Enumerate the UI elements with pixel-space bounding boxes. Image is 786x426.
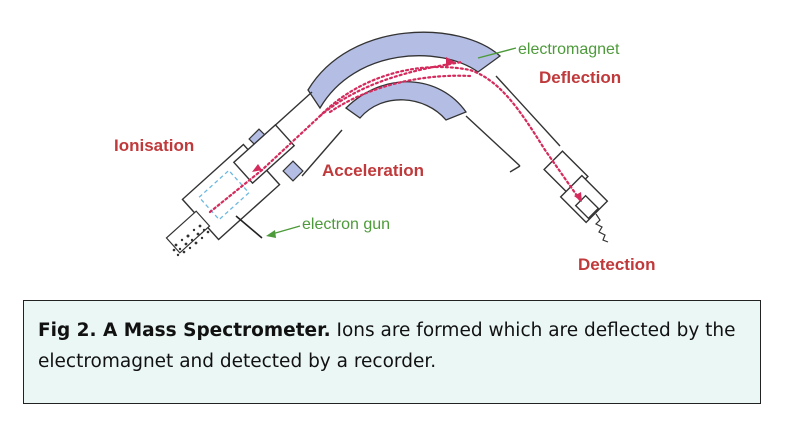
label-electromagnet: electromagnet: [518, 41, 620, 58]
electron-gun-arrowhead: [266, 230, 276, 238]
electromagnet-outer-pole: [307, 31, 502, 110]
electron-gun-pointer: [271, 225, 301, 235]
sample-inlet: [165, 210, 211, 257]
caption-title: Fig 2. A Mass Spectrometer.: [38, 320, 331, 341]
figure-caption: Fig 2. A Mass Spectrometer. Ions are for…: [23, 300, 761, 404]
electromagnet-pointer: [477, 47, 517, 59]
label-detection: Detection: [578, 255, 655, 274]
electron-gun-rod: [235, 215, 263, 239]
recorder-wire: [594, 213, 609, 243]
ion-beam-arrows: [252, 57, 582, 202]
mass-spectrometer-diagram: electromagnet Deflection Ionisation Acce…: [114, 31, 655, 274]
label-ionisation: Ionisation: [114, 136, 194, 155]
label-electron-gun: electron gun: [302, 216, 390, 233]
label-acceleration: Acceleration: [322, 161, 424, 180]
label-deflection: Deflection: [539, 68, 621, 87]
acceleration-plate-bottom: [282, 160, 304, 182]
caption-text: Ions are formed which are deflected by t…: [38, 320, 736, 372]
electromagnet-inner-pole: [344, 81, 468, 121]
